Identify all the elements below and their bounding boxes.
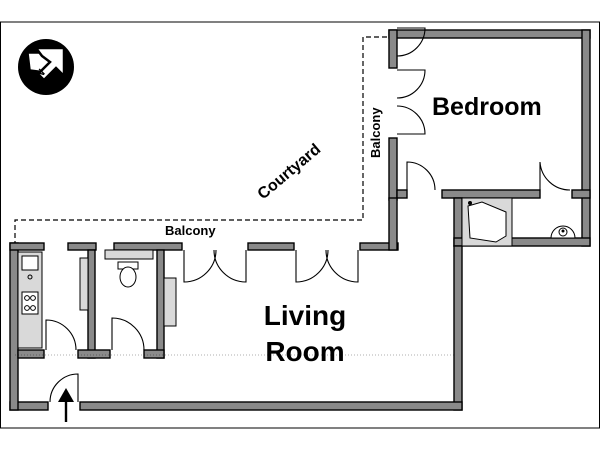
washbasin-icon <box>550 225 576 239</box>
closet-shelf <box>79 257 89 311</box>
sink-icon <box>21 255 39 271</box>
kitchen-counter <box>17 251 43 349</box>
balcony-outline <box>14 36 389 246</box>
living-room-label-line1: Living <box>264 300 346 331</box>
balcony-label-horizontal: Balcony <box>165 223 216 238</box>
north-arrow-icon: N <box>18 39 74 95</box>
doors <box>45 27 571 403</box>
bathtub-icon <box>461 197 513 247</box>
courtyard-label: Courtyard <box>255 141 324 203</box>
toilet-icon <box>104 249 154 288</box>
living-room-label-line2: Room <box>265 336 344 367</box>
entrance-arrow-icon <box>58 388 74 422</box>
walls <box>9 29 591 411</box>
balcony-label-vertical: Balcony <box>368 107 383 158</box>
stove-icon <box>21 291 39 315</box>
shelf <box>163 277 177 327</box>
bedroom-label: Bedroom <box>432 93 542 121</box>
